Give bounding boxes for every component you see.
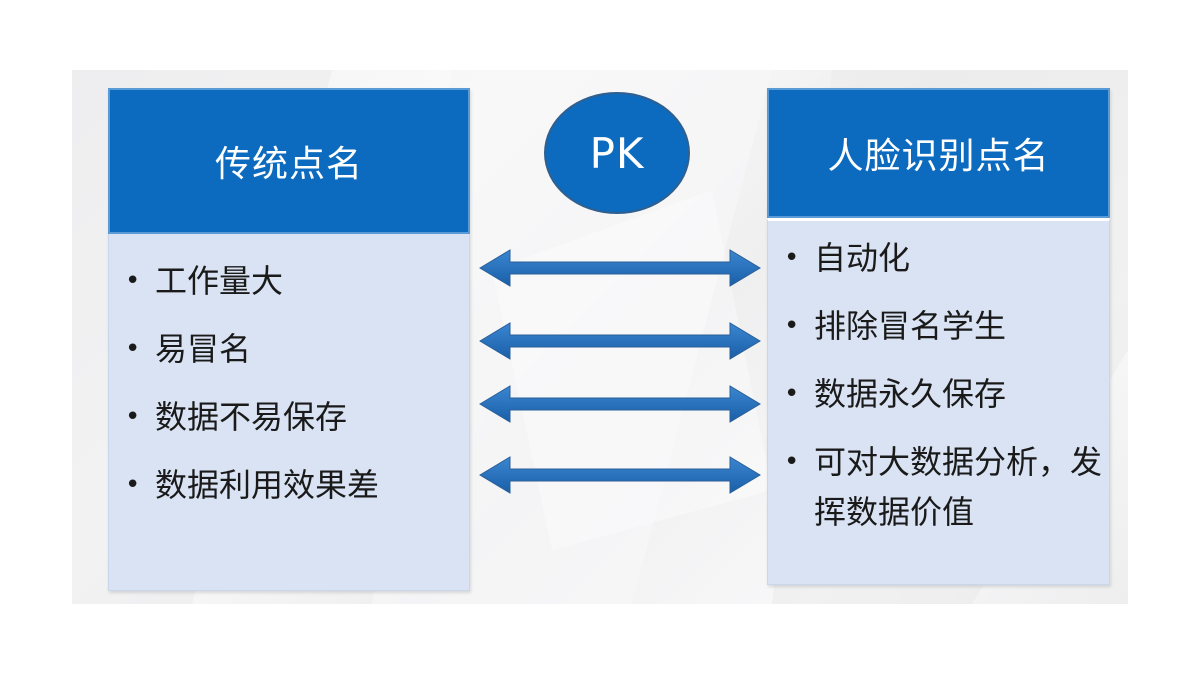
list-item-text: 可对大数据分析，发挥数据价值 (814, 443, 1103, 531)
list-item: • 数据不易保存 (109, 392, 469, 460)
double-arrow-icon (479, 322, 761, 360)
pk-badge: PK (544, 92, 690, 214)
list-item: • 工作量大 (109, 256, 469, 324)
list-item: • 数据永久保存 (768, 369, 1109, 437)
list-item-text: 自动化 (814, 239, 911, 277)
bullet-icon: • (784, 379, 800, 409)
list-item-text: 工作量大 (155, 262, 284, 300)
bullet-icon: • (784, 447, 800, 477)
face-recognition-rollcall-card: 人脸识别点名 • 自动化 • 排除冒名学生 • 数据永久保存 • 可对大数据分析… (767, 88, 1110, 585)
comparison-arrows (479, 249, 761, 494)
list-item: • 易冒名 (109, 324, 469, 392)
list-item-text: 数据不易保存 (155, 398, 348, 436)
face-recognition-rollcall-list: • 自动化 • 排除冒名学生 • 数据永久保存 • 可对大数据分析，发挥数据价值 (767, 218, 1110, 585)
bullet-icon: • (125, 402, 141, 432)
traditional-rollcall-title: 传统点名 (108, 88, 470, 234)
list-item: • 自动化 (768, 233, 1109, 301)
double-arrow-icon (479, 385, 761, 423)
list-item-text: 排除冒名学生 (814, 307, 1007, 345)
list-item: • 排除冒名学生 (768, 301, 1109, 369)
bullet-icon: • (125, 266, 141, 296)
list-item-text: 数据永久保存 (814, 375, 1007, 413)
traditional-rollcall-card: 传统点名 • 工作量大 • 易冒名 • 数据不易保存 • 数据利用效果差 (108, 88, 470, 591)
face-recognition-rollcall-title: 人脸识别点名 (767, 88, 1110, 218)
list-item: • 可对大数据分析，发挥数据价值 (768, 437, 1109, 557)
double-arrow-icon (479, 249, 761, 287)
list-item: • 数据利用效果差 (109, 460, 469, 528)
double-arrow-icon (479, 456, 761, 494)
traditional-rollcall-list: • 工作量大 • 易冒名 • 数据不易保存 • 数据利用效果差 (108, 234, 470, 591)
list-item-text: 数据利用效果差 (155, 466, 380, 504)
list-item-text: 易冒名 (155, 330, 252, 368)
bullet-icon: • (784, 243, 800, 273)
bullet-icon: • (125, 334, 141, 364)
bullet-icon: • (784, 311, 800, 341)
bullet-icon: • (125, 470, 141, 500)
